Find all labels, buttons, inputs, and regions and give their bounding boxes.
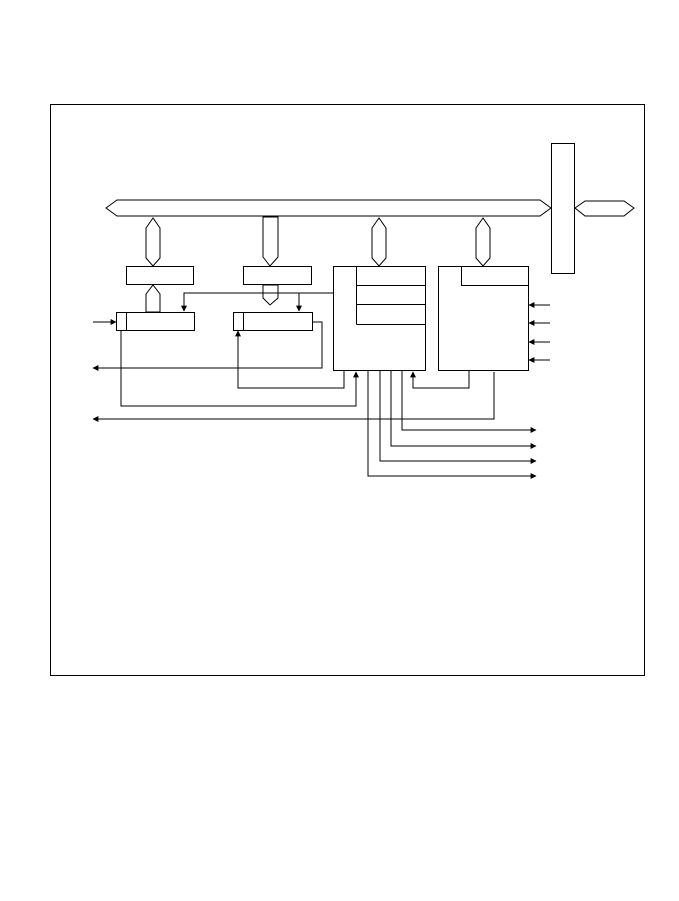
external-bus bbox=[574, 200, 635, 217]
wire-serial-out-b bbox=[92, 321, 323, 371]
register-b bbox=[243, 266, 312, 285]
control-out-1 bbox=[401, 371, 537, 433]
wire-status-out bbox=[92, 372, 495, 422]
wire-sra-to-control bbox=[120, 331, 359, 407]
register-a bbox=[126, 266, 194, 285]
control-out-4 bbox=[367, 371, 537, 479]
shift-register-b bbox=[233, 312, 313, 331]
wire-control-to-sra bbox=[181, 292, 333, 312]
bus-tap-2 bbox=[262, 216, 279, 267]
wire-status-to-control bbox=[410, 371, 470, 389]
status-block bbox=[438, 266, 529, 371]
main-bus bbox=[105, 199, 552, 217]
status-block-inner bbox=[461, 266, 529, 286]
control-out-3 bbox=[379, 371, 537, 464]
control-block bbox=[333, 266, 426, 371]
bus-tap-3 bbox=[371, 217, 387, 267]
control-out-2 bbox=[390, 371, 537, 449]
bus-tap-4 bbox=[475, 217, 491, 267]
bus-tap-1 bbox=[145, 217, 161, 267]
wire-control-to-srb bbox=[235, 330, 345, 389]
shift-register-a bbox=[116, 312, 195, 331]
interface-block bbox=[551, 143, 575, 274]
connector-b bbox=[262, 284, 279, 306]
connector-a bbox=[145, 284, 161, 313]
